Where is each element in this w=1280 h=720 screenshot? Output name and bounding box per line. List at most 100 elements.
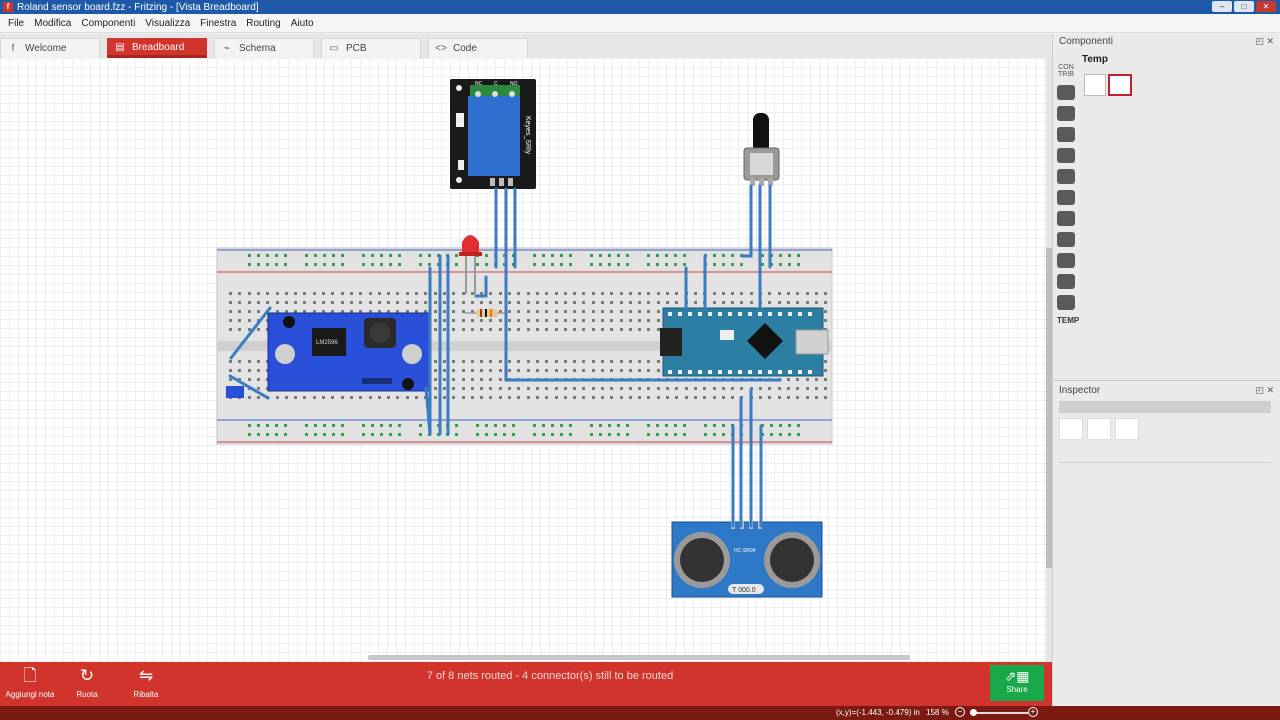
vertical-scrollbar[interactable] — [1046, 58, 1052, 662]
zoom-out-button[interactable]: − — [955, 707, 965, 717]
breadboard-hole — [471, 387, 474, 390]
circuit-drawing[interactable]: NC C NO Keyes_SRly — [0, 58, 1046, 662]
breadboard-canvas[interactable]: NC C NO Keyes_SRly — [0, 58, 1046, 662]
breadboard-hole — [452, 319, 455, 322]
menu-modifica[interactable]: Modifica — [34, 17, 72, 29]
breadboard-hole — [359, 310, 362, 313]
breadboard-hole — [647, 369, 650, 372]
bin-antenna-icon[interactable] — [1057, 274, 1075, 289]
tab-label: Breadboard — [132, 41, 185, 53]
routing-status[interactable]: 7 of 8 nets routed - 4 connector(s) stil… — [426, 670, 674, 682]
menu-finestra[interactable]: Finestra — [200, 17, 237, 29]
arduino-pin — [798, 370, 802, 374]
breadboard-hole — [617, 254, 620, 257]
arduino-nano[interactable] — [660, 307, 829, 377]
red-led[interactable] — [459, 235, 482, 294]
menu-componenti[interactable]: Componenti — [81, 17, 136, 29]
breadboard-hole — [476, 263, 479, 266]
bin-gear-icon[interactable] — [1057, 106, 1075, 121]
horizontal-scroll-thumb[interactable] — [368, 655, 910, 660]
zoom-slider[interactable] — [970, 709, 1028, 716]
tab-breadboard[interactable]: ▤ Breadboard — [107, 38, 207, 58]
menu-aiuto[interactable]: Aiuto — [290, 17, 314, 29]
bin-core-icon[interactable] — [1057, 85, 1075, 100]
minimize-button[interactable]: – — [1212, 1, 1232, 12]
breadboard-hole — [341, 254, 344, 257]
small-board-connector[interactable] — [226, 386, 244, 398]
potentiometer[interactable] — [743, 113, 780, 186]
bin-dots-icon[interactable] — [1057, 232, 1075, 247]
breadboard-hole — [824, 292, 827, 295]
bin-contrib[interactable]: CON TRIB — [1058, 64, 1074, 78]
breadboard-hole — [824, 378, 827, 381]
breadboard-hole — [564, 369, 567, 372]
breadboard-hole — [629, 369, 632, 372]
add-note-icon: 🗋 — [23, 666, 37, 685]
panel-divider[interactable] — [1053, 380, 1280, 381]
tab-code[interactable]: <> Code — [428, 38, 528, 58]
bin-mobile-icon[interactable] — [1057, 295, 1075, 310]
tab-pcb[interactable]: ▭ PCB — [321, 38, 421, 58]
breadboard-hole — [389, 254, 392, 257]
breadboard-hole — [582, 301, 585, 304]
relay-module[interactable]: NC C NO Keyes_SRly — [450, 79, 536, 189]
rotate-button[interactable]: ↻ Ruota — [57, 666, 117, 699]
breadboard-hole — [462, 387, 465, 390]
breadboard-hole — [257, 292, 260, 295]
bin-resistor-icon[interactable] — [1057, 190, 1075, 205]
bin-chip-icon[interactable] — [1057, 211, 1075, 226]
breadboard-hole — [489, 301, 492, 304]
part-thumbnail-arduino[interactable] — [1084, 74, 1106, 96]
breadboard-hole — [590, 433, 593, 436]
zoom-in-button[interactable]: + — [1028, 707, 1038, 717]
add-note-button[interactable]: 🗋 Aggiungi nota — [0, 666, 60, 699]
bin-sensor-icon[interactable] — [1057, 148, 1075, 163]
menu-routing[interactable]: Routing — [246, 17, 281, 29]
breadboard-hole — [626, 254, 629, 257]
vertical-scroll-thumb[interactable] — [1046, 248, 1052, 568]
bin-temp[interactable]: TEMP — [1057, 316, 1080, 325]
bin-arduino-icon[interactable] — [1057, 127, 1075, 142]
breadboard-hole — [564, 292, 567, 295]
part-thumbnail-regulator[interactable] — [1108, 74, 1132, 96]
ultrasonic-sensor[interactable]: T 000.0 HC-SR04 — [671, 521, 823, 598]
inspector-controls[interactable]: ◰ ✕ — [1255, 385, 1274, 395]
breadboard-hole — [647, 263, 650, 266]
close-window-button[interactable]: ✕ — [1256, 1, 1276, 12]
menu-file[interactable]: File — [8, 17, 25, 29]
breadboard-hole — [517, 310, 520, 313]
zoom-slider-knob[interactable] — [970, 709, 977, 716]
buck-regulator-module[interactable]: LM2596 — [267, 312, 431, 392]
breadboard-hole — [489, 369, 492, 372]
breadboard-hole — [371, 263, 374, 266]
breadboard-hole — [638, 301, 641, 304]
fritzing-app-icon: f — [3, 2, 13, 12]
breadboard-hole — [694, 301, 697, 304]
breadboard-hole — [331, 301, 334, 304]
maximize-button[interactable]: □ — [1234, 1, 1254, 12]
wires[interactable] — [228, 184, 782, 528]
flip-button[interactable]: ⇋ Ribalta — [116, 666, 176, 699]
resistor[interactable] — [465, 309, 505, 317]
horizontal-scrollbar[interactable] — [0, 654, 1046, 661]
breadboard-hole — [638, 292, 641, 295]
bin-ic-icon[interactable] — [1057, 169, 1075, 184]
breadboard-hole — [545, 396, 548, 399]
breadboard-hole — [499, 301, 502, 304]
breadboard-hole — [666, 301, 669, 304]
tab-schema[interactable]: ⌁ Schema — [214, 38, 314, 58]
breadboard-hole — [284, 433, 287, 436]
bin-module-icon[interactable] — [1057, 253, 1075, 268]
regulator-chip-label: LM2596 — [316, 340, 338, 346]
breadboard-hole — [527, 310, 530, 313]
breadboard-hole — [499, 369, 502, 372]
parts-panel-controls[interactable]: ◰ ✕ — [1255, 36, 1274, 46]
breadboard-hole — [620, 319, 623, 322]
tab-welcome[interactable]: f Welcome — [0, 38, 100, 58]
menu-visualizza[interactable]: Visualizza — [145, 17, 191, 29]
breadboard-hole — [788, 424, 791, 427]
breadboard-hole — [824, 301, 827, 304]
breadboard-hole — [722, 292, 725, 295]
share-button[interactable]: ⇗▦ Share — [990, 665, 1044, 701]
breadboard-hole — [248, 378, 251, 381]
